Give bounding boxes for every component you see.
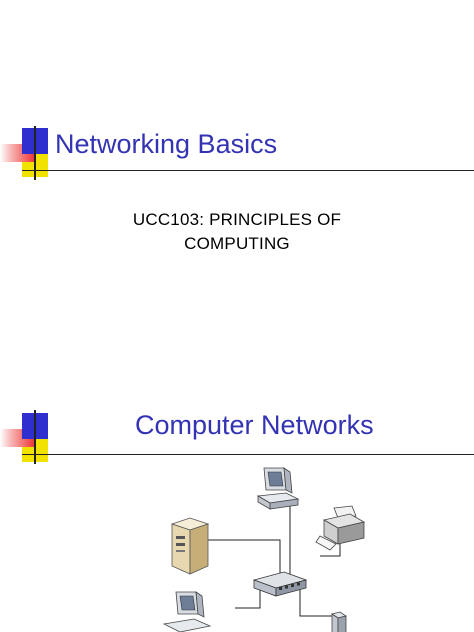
desktop-computer-icon bbox=[331, 611, 347, 632]
slide-computer-networks: Computer Networks bbox=[0, 316, 474, 632]
slide-subtitle-line2: COMPUTING bbox=[184, 234, 290, 253]
slide-subtitle-line1: UCC103: PRINCIPLES OF bbox=[132, 210, 342, 229]
network-switch-icon bbox=[252, 571, 308, 597]
desktop-computer-icon bbox=[256, 467, 300, 510]
slide-title: Networking Basics bbox=[55, 129, 278, 159]
printer-icon bbox=[315, 505, 366, 551]
slide-networking-basics: Networking Basics UCC103: PRINCIPLES OF … bbox=[0, 0, 474, 253]
corner-decoration bbox=[0, 316, 474, 476]
corner-decoration bbox=[0, 0, 474, 200]
slide-title: Computer Networks bbox=[135, 410, 374, 440]
network-diagram bbox=[162, 467, 366, 632]
server-icon bbox=[170, 517, 210, 575]
desktop-computer-icon bbox=[162, 591, 212, 632]
